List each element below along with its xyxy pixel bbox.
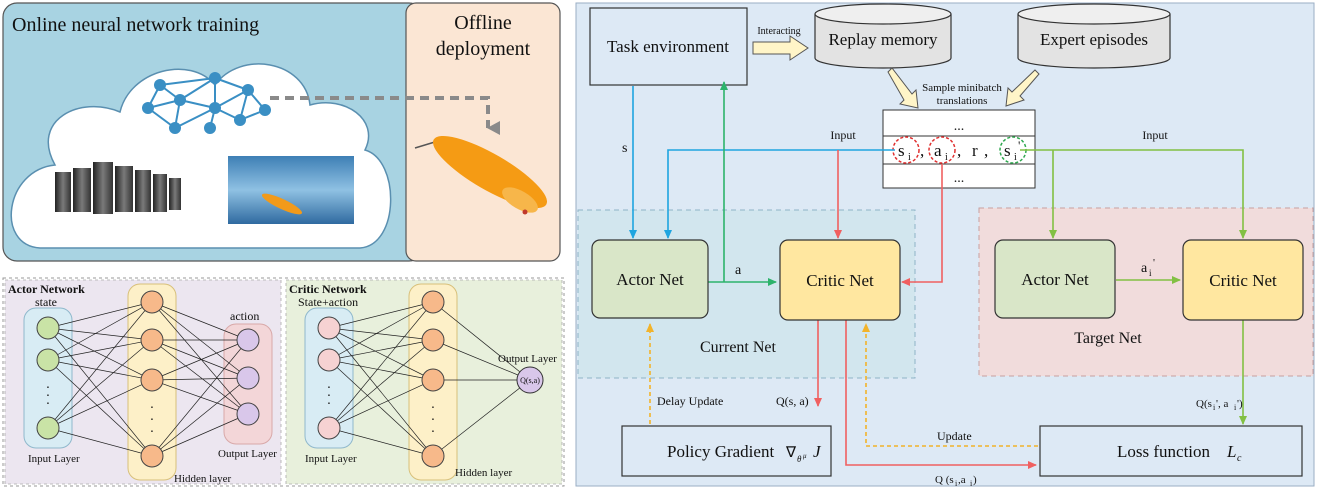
policy-gradient-label: Policy Gradient bbox=[667, 442, 774, 461]
network-node bbox=[37, 349, 59, 371]
tuple-s: s bbox=[898, 141, 905, 160]
network-node bbox=[422, 445, 444, 467]
q-sa-label: Q(s, a) bbox=[776, 394, 809, 408]
loss-function-label: Loss function bbox=[1117, 442, 1211, 461]
a-label: a bbox=[735, 263, 742, 278]
update-label: Update bbox=[937, 429, 972, 443]
interacting-label: Interacting bbox=[757, 26, 800, 37]
input-label-right: Input bbox=[1142, 128, 1168, 142]
actor-input-dots-3: · bbox=[46, 381, 51, 396]
target-actor-net-label: Actor Net bbox=[1021, 270, 1089, 289]
s-label: s bbox=[622, 141, 627, 156]
q-target-mid: ', a bbox=[1216, 398, 1228, 410]
network-node bbox=[237, 367, 259, 389]
network-node bbox=[141, 369, 163, 391]
actor-input-layer-label: Input Layer bbox=[28, 453, 80, 465]
target-critic-net-label: Critic Net bbox=[1209, 271, 1277, 290]
current-net-label: Current Net bbox=[700, 339, 777, 356]
network-node bbox=[141, 291, 163, 313]
network-node bbox=[422, 291, 444, 313]
q-target-end: ') bbox=[1237, 398, 1243, 410]
minibatch-ellipsis-top: ... bbox=[954, 119, 965, 134]
sample-minibatch-line2: translations bbox=[937, 95, 988, 107]
critic-input-layer-label: Input Layer bbox=[305, 453, 357, 465]
network-node bbox=[237, 329, 259, 351]
expert-episodes-label: Expert episodes bbox=[1040, 30, 1148, 49]
theta-sub: θ bbox=[797, 454, 802, 464]
actor-hidden-dots-3: · bbox=[150, 425, 155, 440]
offline-deployment-panel: Offline deployment bbox=[406, 3, 560, 261]
loss-l-symbol: L bbox=[1226, 442, 1236, 461]
actor-output-caption: action bbox=[230, 309, 259, 323]
critic-hidden-dots-3: · bbox=[431, 425, 436, 440]
replay-memory-label: Replay memory bbox=[828, 30, 938, 49]
tuple-s-sub: i bbox=[908, 152, 911, 163]
online-training-panel: Online neural network training bbox=[3, 3, 423, 261]
tuple-a-sub: i bbox=[945, 152, 948, 163]
ai-prime-mark: ' bbox=[1153, 257, 1155, 269]
tuple-sp-prime: ' bbox=[1018, 138, 1020, 153]
ai-prime-label: a bbox=[1141, 261, 1148, 276]
tuple-comma-1: , bbox=[920, 141, 924, 160]
network-node bbox=[318, 349, 340, 371]
q-si-ai-end: ) bbox=[973, 474, 977, 486]
network-node bbox=[37, 317, 59, 339]
network-node bbox=[318, 317, 340, 339]
tuple-a: a bbox=[934, 141, 942, 160]
tuple-sp: s bbox=[1004, 141, 1011, 160]
network-node bbox=[318, 417, 340, 439]
critic-hidden-layer-label: Hidden layer bbox=[455, 467, 512, 479]
tuple-sp-sub: i bbox=[1014, 152, 1017, 163]
network-node bbox=[422, 329, 444, 351]
offline-title-line1: Offline bbox=[454, 12, 512, 34]
minibatch-ellipsis-bottom: ... bbox=[954, 171, 965, 186]
critic-input-caption: State+action bbox=[298, 295, 358, 309]
network-node bbox=[422, 369, 444, 391]
critic-network-panel: Critic Network State+action Q(s,a) · · ·… bbox=[286, 280, 562, 484]
tuple-comma-2: , bbox=[957, 141, 961, 160]
q-target-label: Q(s bbox=[1196, 398, 1212, 410]
target-net-label: Target Net bbox=[1074, 330, 1142, 347]
tuple-comma-3: , bbox=[984, 141, 988, 160]
network-node bbox=[141, 329, 163, 351]
network-node bbox=[141, 445, 163, 467]
q-si-ai-label: Q (s bbox=[935, 474, 954, 486]
network-node bbox=[37, 417, 59, 439]
actor-input-caption: state bbox=[35, 295, 57, 309]
input-label-left: Input bbox=[830, 128, 856, 142]
online-title: Online neural network training bbox=[12, 14, 259, 36]
actor-network-panel: Actor Network state action · · · · · · I… bbox=[5, 280, 281, 485]
critic-output-layer-label: Output Layer bbox=[498, 353, 557, 365]
loss-c-sub: c bbox=[1237, 453, 1242, 464]
nabla-symbol: ∇ bbox=[785, 445, 797, 461]
critic-output-node-text: Q(s,a) bbox=[520, 376, 540, 385]
offline-title-line2: deployment bbox=[436, 38, 531, 60]
actor-net-label: Actor Net bbox=[616, 270, 684, 289]
actor-output-layer-label: Output Layer bbox=[218, 448, 277, 460]
mu-sup: μ bbox=[803, 452, 807, 460]
critic-net-label: Critic Net bbox=[806, 271, 874, 290]
sample-minibatch-line1: Sample minibatch bbox=[922, 82, 1002, 94]
delay-update-label: Delay Update bbox=[657, 394, 723, 408]
actor-hidden-layer-label: Hidden layer bbox=[174, 473, 231, 485]
q-si-ai-mid: ,a bbox=[958, 474, 966, 486]
network-node bbox=[237, 403, 259, 425]
task-environment-label: Task environment bbox=[607, 37, 729, 56]
critic-input-dots-3: · bbox=[327, 397, 332, 412]
critic-network-title: Critic Network bbox=[289, 282, 367, 296]
tuple-r: r bbox=[972, 141, 978, 160]
actor-network-title: Actor Network bbox=[8, 282, 85, 296]
underwater-photo bbox=[228, 156, 354, 224]
actor-input-dots-2: · bbox=[46, 397, 51, 412]
